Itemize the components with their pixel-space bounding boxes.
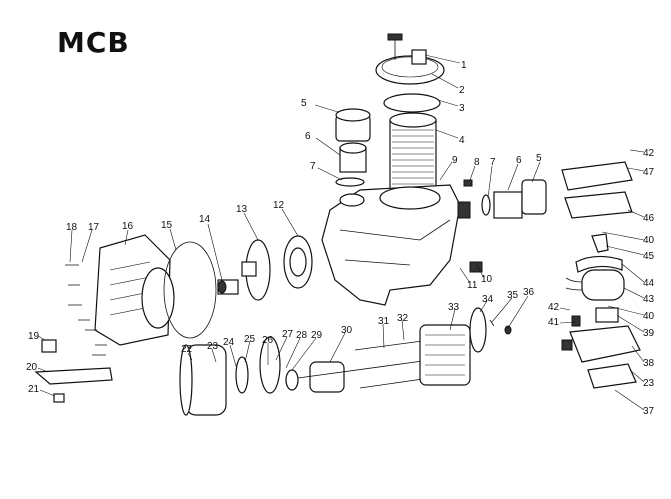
callout-13: 13 bbox=[236, 204, 248, 215]
base-bracket bbox=[34, 367, 113, 385]
leader-lines bbox=[37, 54, 645, 411]
impeller bbox=[241, 239, 271, 301]
callout-1: 1 bbox=[461, 60, 467, 71]
callout-8: 8 bbox=[474, 157, 480, 168]
through-bolt bbox=[359, 377, 431, 389]
callout-25: 25 bbox=[244, 334, 256, 345]
seal-plate bbox=[94, 234, 175, 346]
callout-42: 42 bbox=[548, 302, 560, 313]
housing-gasket bbox=[163, 241, 217, 339]
through-bolt bbox=[354, 339, 431, 351]
capacitor bbox=[565, 269, 625, 301]
strainer-lid bbox=[375, 33, 445, 85]
callout-3: 3 bbox=[459, 103, 465, 114]
strainer-basket bbox=[389, 112, 437, 191]
callout-7: 7 bbox=[310, 161, 316, 172]
callout-39: 39 bbox=[643, 328, 655, 339]
callout-30: 30 bbox=[341, 325, 353, 336]
callout-12: 12 bbox=[273, 200, 285, 211]
callout-23: 23 bbox=[207, 341, 219, 352]
callout-5: 5 bbox=[301, 98, 307, 109]
callout-28: 28 bbox=[296, 330, 308, 341]
fan-cover bbox=[179, 344, 227, 416]
callout-10: 10 bbox=[481, 274, 493, 285]
capacitor-cover bbox=[575, 255, 623, 273]
callout-35: 35 bbox=[507, 290, 519, 301]
terminal-box-lid bbox=[561, 161, 633, 191]
union-o-ring-left bbox=[335, 177, 365, 187]
callout-27: 27 bbox=[282, 329, 294, 340]
callout-43: 43 bbox=[643, 294, 655, 305]
drain-plug-lower bbox=[469, 261, 483, 273]
terminal-block bbox=[595, 307, 619, 323]
union-nut-right bbox=[521, 179, 547, 215]
callout-36: 36 bbox=[523, 287, 535, 298]
callout-42: 42 bbox=[643, 148, 655, 159]
terminal-box bbox=[561, 325, 641, 363]
callout-5: 5 bbox=[536, 153, 542, 164]
bolts-left bbox=[65, 264, 107, 356]
callout-labels: 1 2 3 4 5 6 7 9 8 7 6 5 42 47 46 40 45 4… bbox=[26, 60, 655, 417]
callout-6: 6 bbox=[305, 131, 311, 142]
callout-40: 40 bbox=[643, 235, 655, 246]
drain-plug bbox=[463, 179, 473, 187]
callout-21: 21 bbox=[28, 384, 40, 395]
callout-17: 17 bbox=[88, 222, 100, 233]
diffuser bbox=[283, 235, 313, 289]
callout-29: 29 bbox=[311, 330, 323, 341]
foot-block bbox=[41, 339, 57, 353]
union-tail-left bbox=[339, 142, 367, 173]
pump-housing bbox=[321, 184, 471, 306]
callout-9: 9 bbox=[452, 155, 458, 166]
callout-26: 26 bbox=[262, 335, 274, 346]
circlip bbox=[489, 319, 495, 327]
rear-end-shield bbox=[259, 336, 281, 394]
union-nut-left bbox=[335, 108, 371, 142]
callout-46: 46 bbox=[643, 213, 655, 224]
callout-31: 31 bbox=[378, 316, 390, 327]
callout-34: 34 bbox=[482, 294, 494, 305]
callout-6: 6 bbox=[516, 155, 522, 166]
callout-41: 41 bbox=[548, 317, 560, 328]
callout-37: 37 bbox=[643, 406, 655, 417]
callout-11: 11 bbox=[467, 280, 478, 291]
bearing bbox=[285, 369, 299, 391]
terminal-box-gasket bbox=[587, 363, 637, 389]
callout-38: 38 bbox=[643, 358, 655, 369]
union-o-ring-right bbox=[481, 194, 491, 216]
callout-18: 18 bbox=[66, 222, 78, 233]
lid-gasket bbox=[564, 191, 633, 219]
callout-14: 14 bbox=[199, 214, 211, 225]
motor-stator bbox=[419, 324, 471, 386]
callout-22: 22 bbox=[181, 344, 193, 355]
lid-o-ring bbox=[383, 93, 441, 113]
foot-block-small bbox=[53, 393, 65, 403]
callout-15: 15 bbox=[161, 220, 173, 231]
callout-40: 40 bbox=[643, 311, 655, 322]
callout-45: 45 bbox=[643, 251, 655, 262]
callout-24: 24 bbox=[223, 337, 235, 348]
callout-19: 19 bbox=[28, 331, 40, 342]
callout-4: 4 bbox=[459, 135, 465, 146]
fan bbox=[235, 356, 249, 394]
callout-44: 44 bbox=[643, 278, 655, 289]
union-tail-right bbox=[493, 191, 523, 219]
callout-16: 16 bbox=[122, 221, 134, 232]
callout-2: 2 bbox=[459, 85, 465, 96]
washer bbox=[504, 325, 512, 335]
mechanical-seal bbox=[217, 279, 239, 295]
callout-32: 32 bbox=[397, 313, 409, 324]
callout-23: 23 bbox=[643, 378, 655, 389]
callout-47: 47 bbox=[643, 167, 655, 178]
rotor-shaft bbox=[297, 359, 431, 393]
front-end-shield bbox=[469, 307, 487, 353]
callout-20: 20 bbox=[26, 362, 38, 373]
ground-terminal bbox=[571, 315, 581, 327]
capacitor-clamp bbox=[591, 233, 609, 253]
callout-7: 7 bbox=[490, 157, 496, 168]
callout-33: 33 bbox=[448, 302, 460, 313]
diagram-title: MCB bbox=[57, 26, 130, 59]
